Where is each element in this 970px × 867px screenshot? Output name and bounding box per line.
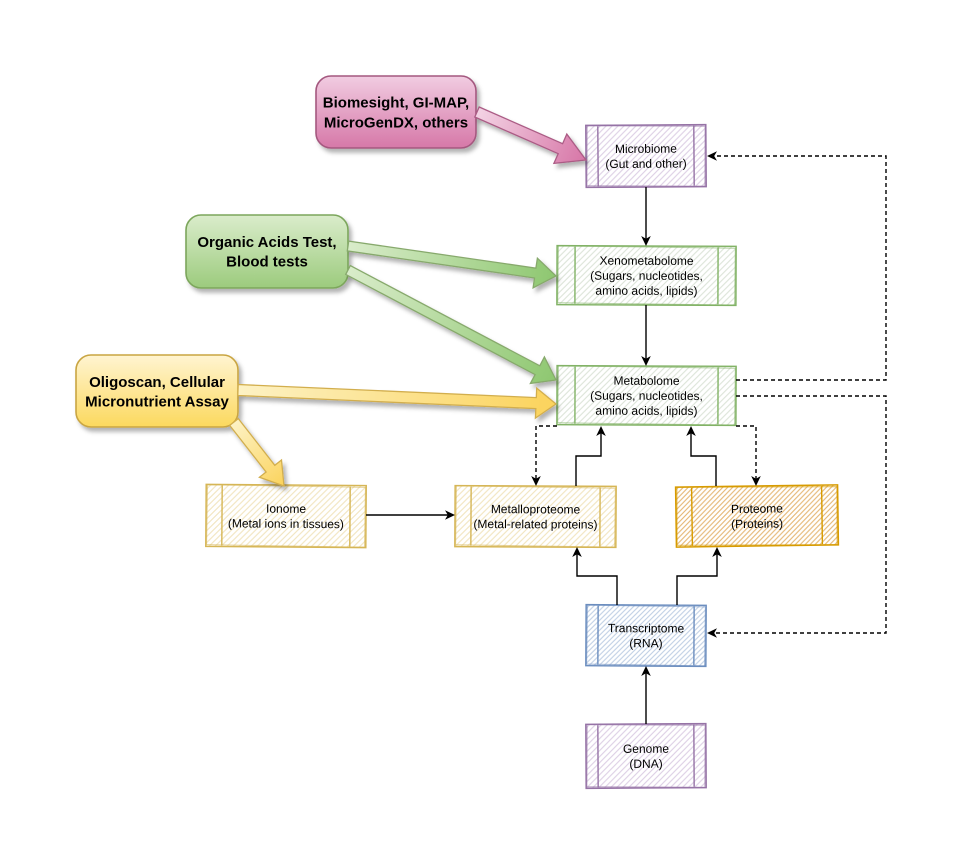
svg-text:MicroGenDX, others: MicroGenDX, others xyxy=(324,115,468,132)
svg-text:(Gut and other): (Gut and other) xyxy=(605,157,686,172)
svg-text:amino acids, lipids): amino acids, lipids) xyxy=(595,404,697,418)
svg-text:Micronutrient Assay: Micronutrient Assay xyxy=(85,394,229,411)
svg-text:(Sugars, nucleotides,: (Sugars, nucleotides, xyxy=(590,269,703,283)
svg-text:Genome: Genome xyxy=(623,742,669,756)
svg-text:Proteome: Proteome xyxy=(731,501,784,516)
svg-text:Xenometabolome: Xenometabolome xyxy=(599,254,693,268)
svg-text:Organic Acids Test,: Organic Acids Test, xyxy=(197,234,336,251)
svg-text:(Proteins): (Proteins) xyxy=(731,516,783,531)
svg-text:(RNA): (RNA) xyxy=(629,636,662,650)
svg-text:Transcriptome: Transcriptome xyxy=(608,621,685,635)
svg-text:(DNA): (DNA) xyxy=(629,757,662,771)
svg-text:Microbiome: Microbiome xyxy=(615,142,677,156)
svg-text:Biomesight, GI-MAP,: Biomesight, GI-MAP, xyxy=(323,95,469,112)
svg-text:Oligoscan, Cellular: Oligoscan, Cellular xyxy=(89,374,225,391)
svg-text:Ionome: Ionome xyxy=(266,502,306,516)
svg-text:Metalloproteome: Metalloproteome xyxy=(491,502,581,516)
svg-text:Metabolome: Metabolome xyxy=(614,374,680,388)
svg-text:Blood tests: Blood tests xyxy=(226,254,308,271)
svg-text:(Metal-related proteins): (Metal-related proteins) xyxy=(473,517,597,532)
svg-text:(Metal ions in tissues): (Metal ions in tissues) xyxy=(228,516,344,531)
svg-text:(Sugars, nucleotides,: (Sugars, nucleotides, xyxy=(590,389,703,403)
svg-text:amino acids, lipids): amino acids, lipids) xyxy=(595,284,697,298)
